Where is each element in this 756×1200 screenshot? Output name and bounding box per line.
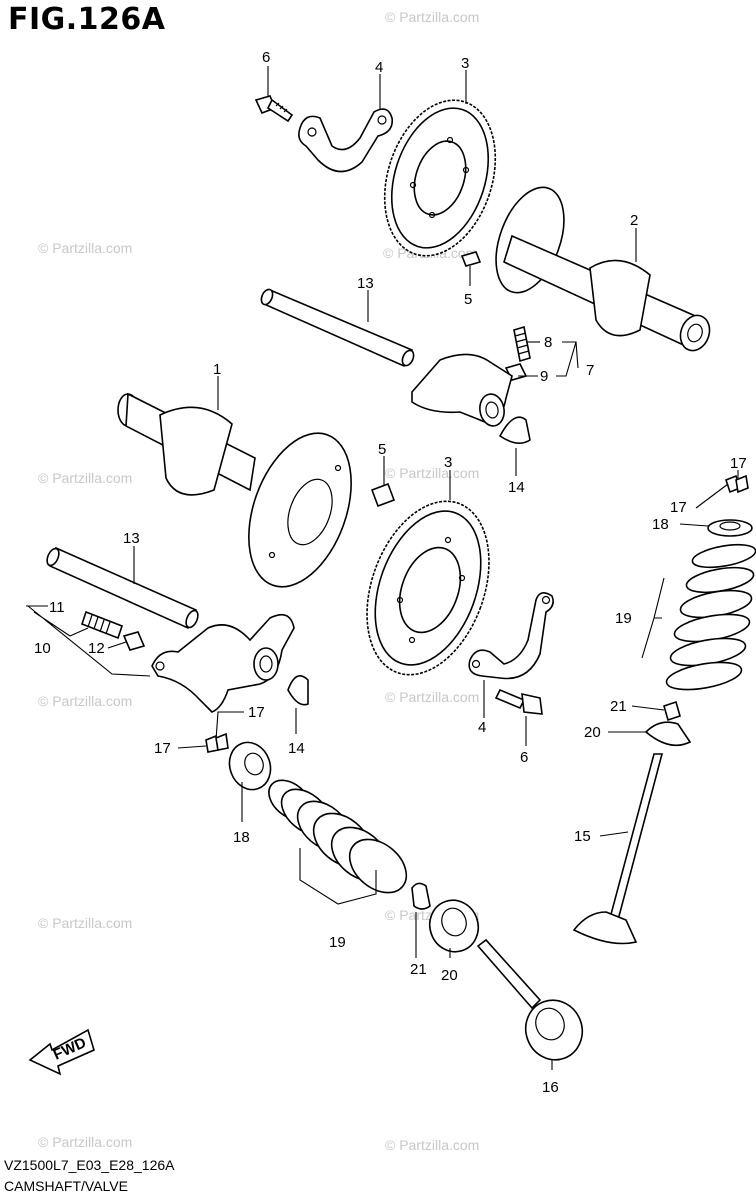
watermark: © Partzilla.com bbox=[385, 465, 479, 481]
part-20-spring-seat-lower bbox=[428, 899, 480, 953]
callout-17-right-b: 17 bbox=[670, 499, 687, 516]
fwd-arrow: FWD bbox=[28, 1028, 95, 1076]
callout-7: 7 bbox=[586, 362, 594, 379]
watermark: © Partzilla.com bbox=[38, 470, 132, 486]
watermark: © Partzilla.com bbox=[38, 1134, 132, 1150]
part-3-cam-gear-middle bbox=[366, 500, 490, 676]
watermark: © Partzilla.com bbox=[38, 915, 132, 931]
callout-2: 2 bbox=[630, 212, 638, 229]
callout-15: 15 bbox=[574, 828, 591, 845]
watermark: © Partzilla.com bbox=[385, 1137, 479, 1153]
part-5-pin-middle bbox=[370, 482, 396, 508]
callout-14-lower: 14 bbox=[288, 740, 305, 757]
watermark: © Partzilla.com bbox=[385, 9, 479, 25]
watermark: © Partzilla.com bbox=[38, 693, 132, 709]
callout-19-lower: 19 bbox=[329, 934, 346, 951]
part-17-valve-cotter-lower bbox=[205, 732, 229, 753]
callout-21-right: 21 bbox=[610, 698, 627, 715]
part-6-bolt-top bbox=[254, 95, 294, 123]
leader-lines bbox=[26, 66, 739, 1070]
callout-21-lower: 21 bbox=[410, 961, 427, 978]
figure-name: CAMSHAFT/VALVE bbox=[4, 1178, 128, 1194]
callout-17-lower-b: 17 bbox=[154, 740, 171, 757]
watermark: © Partzilla.com bbox=[385, 689, 479, 705]
part-21-valve-seal-right bbox=[663, 700, 681, 722]
figure-code: VZ1500L7_E03_E28_126A bbox=[4, 1157, 175, 1173]
part-16-exhaust-valve bbox=[476, 938, 584, 1061]
callout-numbers: 6 4 3 2 5 13 8 9 7 14 1 5 3 13 11 10 12 … bbox=[34, 49, 747, 1096]
callout-3-middle: 3 bbox=[444, 454, 452, 471]
callout-13-lower: 13 bbox=[123, 530, 140, 547]
callout-17-right-a: 17 bbox=[730, 455, 747, 472]
part-13-rocker-shaft-lower bbox=[46, 546, 199, 630]
callout-9: 9 bbox=[540, 368, 548, 385]
callout-5-top: 5 bbox=[464, 291, 472, 308]
part-7-rocker-arm-top bbox=[411, 353, 513, 427]
part-4-bracket-middle bbox=[468, 592, 554, 680]
figure-title: FIG.126A bbox=[8, 2, 166, 37]
part-11-adjuster-screw bbox=[81, 610, 123, 640]
callout-4-top: 4 bbox=[375, 59, 383, 76]
callout-3-top: 3 bbox=[461, 55, 469, 72]
part-8-adjuster-screw bbox=[513, 325, 531, 363]
part-5-pin-top bbox=[460, 251, 482, 267]
part-6-bolt-middle bbox=[494, 688, 543, 715]
part-15-intake-valve bbox=[572, 753, 664, 945]
part-12-locknut bbox=[122, 631, 146, 651]
part-17-valve-cotter-right bbox=[725, 474, 749, 494]
part-19-valve-spring-lower bbox=[268, 779, 408, 894]
part-13-rocker-shaft-top bbox=[260, 288, 415, 368]
callout-12: 12 bbox=[88, 640, 105, 657]
callout-11: 11 bbox=[49, 599, 65, 616]
callout-10: 10 bbox=[34, 640, 51, 657]
part-4-bracket-top bbox=[298, 108, 394, 173]
callout-6-top: 6 bbox=[262, 49, 270, 66]
callout-18-lower: 18 bbox=[233, 829, 250, 846]
part-19-valve-spring-right bbox=[665, 543, 756, 691]
watermark: © Partzilla.com bbox=[38, 240, 132, 256]
callout-1: 1 bbox=[213, 361, 221, 378]
callout-6-middle: 6 bbox=[520, 749, 528, 766]
callout-14-top: 14 bbox=[508, 479, 525, 496]
callout-18-right: 18 bbox=[652, 516, 669, 533]
callout-17-lower-a: 17 bbox=[248, 704, 265, 721]
part-10-rocker-arm-lower bbox=[151, 613, 295, 713]
callout-8: 8 bbox=[544, 334, 552, 351]
part-18-spring-retainer-right bbox=[707, 519, 753, 537]
part-21-valve-seal-lower bbox=[411, 882, 431, 910]
callout-16: 16 bbox=[542, 1079, 559, 1096]
callout-19-right: 19 bbox=[615, 610, 632, 627]
part-3-cam-gear-top bbox=[383, 99, 497, 257]
callout-20-right: 20 bbox=[584, 724, 601, 741]
part-14-spring-lower bbox=[287, 674, 309, 706]
part-14-spring-top bbox=[498, 416, 531, 444]
callout-5-middle: 5 bbox=[378, 441, 386, 458]
part-2-camshaft bbox=[495, 186, 711, 352]
part-1-camshaft bbox=[117, 392, 352, 588]
part-18-spring-retainer-lower bbox=[228, 741, 272, 791]
part-20-spring-seat-right bbox=[644, 721, 692, 747]
callout-20-lower: 20 bbox=[441, 967, 458, 984]
callout-13-top: 13 bbox=[357, 275, 374, 292]
callout-4-middle: 4 bbox=[478, 719, 486, 736]
